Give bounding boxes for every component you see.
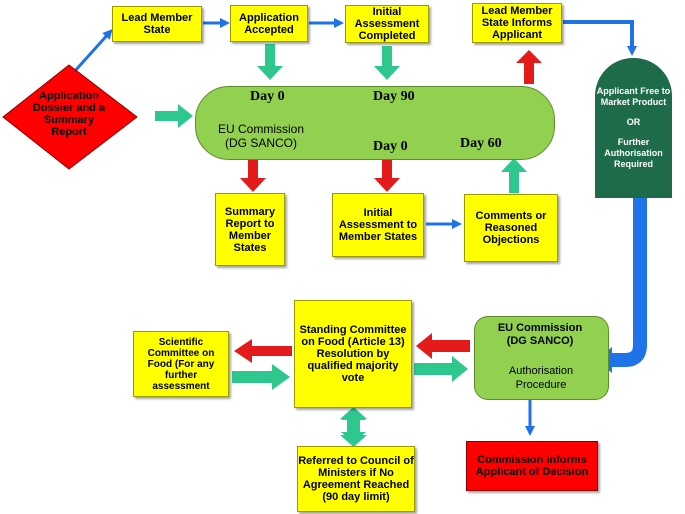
application-dossier-label: Application Dossier and a Summary Report — [32, 90, 106, 138]
applicant-free-tab: Applicant Free to Market Product OR Furt… — [595, 58, 672, 198]
initial-assessment-completed-label: Initial Assessment Completed — [354, 6, 420, 42]
day-90: Day 90 — [373, 89, 415, 104]
lead-member-state-label: Lead Member State — [121, 12, 193, 36]
scientific-committee-label: Scientific Committee on Food (For any fu… — [147, 336, 215, 392]
standing-committee-label: Standing Committee on Food (Article 13) … — [299, 324, 407, 384]
eu-commission-top-label: EU Commission (DG SANCO) — [217, 122, 304, 150]
comments-objections-label: Comments or Reasoned Objections — [475, 210, 547, 246]
arrow-informs-to-applicant — [563, 20, 637, 56]
arrow-ec2-to-standing — [416, 333, 470, 359]
arrow-scientific-to-standing — [232, 364, 290, 390]
initial-assessment-ms-box: Initial Assessment to Member States — [332, 193, 424, 257]
commission-informs-label: Commission informs Applicant of Decision — [475, 454, 589, 478]
summary-report-label: Summary Report to Member States — [224, 205, 276, 254]
applicant-free-or: OR — [626, 117, 641, 127]
application-dossier-diamond — [2, 64, 138, 170]
arrow-accepted-down — [257, 44, 283, 80]
authorisation-procedure-label: Authorisation Procedure — [508, 365, 574, 391]
further-authorisation-label: Further Authorisation Required — [604, 137, 663, 169]
arrow-ec-to-informs-up — [516, 50, 542, 84]
arrow-dossier-to-lead-state — [72, 29, 113, 74]
lead-member-state-box: Lead Member State — [112, 6, 202, 42]
day-60: Day 60 — [460, 136, 502, 151]
arrow-standing-to-scientific — [234, 339, 292, 363]
standing-committee-box: Standing Committee on Food (Article 13) … — [294, 300, 412, 408]
arrow-applicant-to-ec-bottom — [612, 198, 647, 367]
application-accepted-box: Application Accepted — [230, 5, 308, 42]
scientific-committee-box: Scientific Committee on Food (For any fu… — [133, 331, 229, 397]
referred-council-limit: (90 day limit) — [322, 491, 390, 503]
comments-objections-box: Comments or Reasoned Objections — [464, 194, 558, 262]
arrow-ec-to-standing — [414, 356, 468, 382]
eu-commission-bottom — [474, 316, 609, 400]
initial-assessment-ms-label: Initial Assessment to Member States — [338, 207, 418, 243]
referred-council-box: Referred to Council of Ministers if No A… — [297, 446, 415, 512]
application-accepted-label: Application Accepted — [239, 11, 299, 36]
eu-commission-bottom-label: EU Commission (DG SANCO) — [497, 322, 583, 347]
referred-council-label: Referred to Council of Ministers if No A… — [298, 455, 414, 491]
applicant-free-label: Applicant Free to Market Product — [596, 86, 671, 107]
arrow-dossier-to-ec — [155, 104, 193, 128]
commission-informs-box: Commission informs Applicant of Decision — [466, 441, 598, 491]
day-0-top: Day 0 — [250, 89, 285, 104]
arrow-ec-to-summary — [240, 160, 266, 192]
day-0-mid: Day 0 — [373, 139, 408, 154]
arrow-ec-to-initial-ms — [374, 160, 400, 192]
summary-report-box: Summary Report to Member States — [215, 193, 285, 266]
eu-commission-top — [195, 86, 555, 160]
lead-member-informs-label: Lead Member State Informs Applicant — [481, 5, 553, 41]
arrow-comments-up — [501, 158, 527, 193]
lead-member-informs-box: Lead Member State Informs Applicant — [472, 3, 562, 43]
arrow-initial-down — [374, 46, 400, 80]
initial-assessment-completed-box: Initial Assessment Completed — [345, 5, 429, 43]
